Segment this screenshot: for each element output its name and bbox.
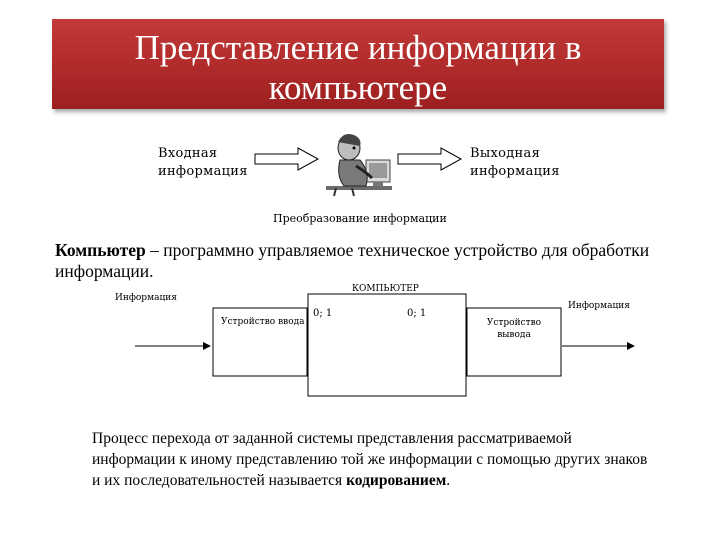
transform-label: Преобразование информации	[273, 212, 447, 225]
binary-left-label: 0; 1	[313, 308, 333, 319]
input-device-box	[212, 307, 308, 377]
output-hollow-arrow	[397, 147, 463, 171]
binary-right-label: 0; 1	[407, 308, 427, 319]
process-end: .	[446, 472, 451, 489]
output-info-label-text: Выходная информация	[470, 146, 560, 179]
output-device-box	[466, 307, 562, 377]
output-info-caption: Информация	[568, 301, 630, 311]
process-term: кодированием	[346, 472, 447, 489]
input-info-caption: Информация	[115, 293, 177, 303]
process-text: Процесс перехода от заданной системы пре…	[92, 430, 648, 489]
output-info-label: Выходная информация	[470, 145, 562, 181]
coding-definition: Процесс перехода от заданной системы пре…	[92, 428, 652, 491]
input-info-label-text: Входная информация	[158, 146, 248, 179]
input-device-label: Устройство ввода	[221, 317, 305, 327]
definition-term: Компьютер	[55, 240, 146, 260]
computer-label: КОМПЬЮТЕР	[352, 284, 419, 294]
input-info-label: Входная информация	[158, 145, 250, 181]
computer-block-diagram	[135, 293, 635, 397]
computer-box	[307, 293, 467, 397]
page-title: Представление информации в компьютере	[134, 28, 582, 107]
output-device-label: Устройство вывода	[486, 318, 542, 340]
person-at-computer-illustration	[326, 134, 392, 197]
computer-definition: Компьютер – программно управляемое техни…	[55, 240, 675, 282]
definition-text: – программно управляемое техническое уст…	[55, 240, 650, 281]
input-hollow-arrow	[254, 147, 320, 171]
title-banner: Представление информации в компьютере	[52, 19, 664, 109]
